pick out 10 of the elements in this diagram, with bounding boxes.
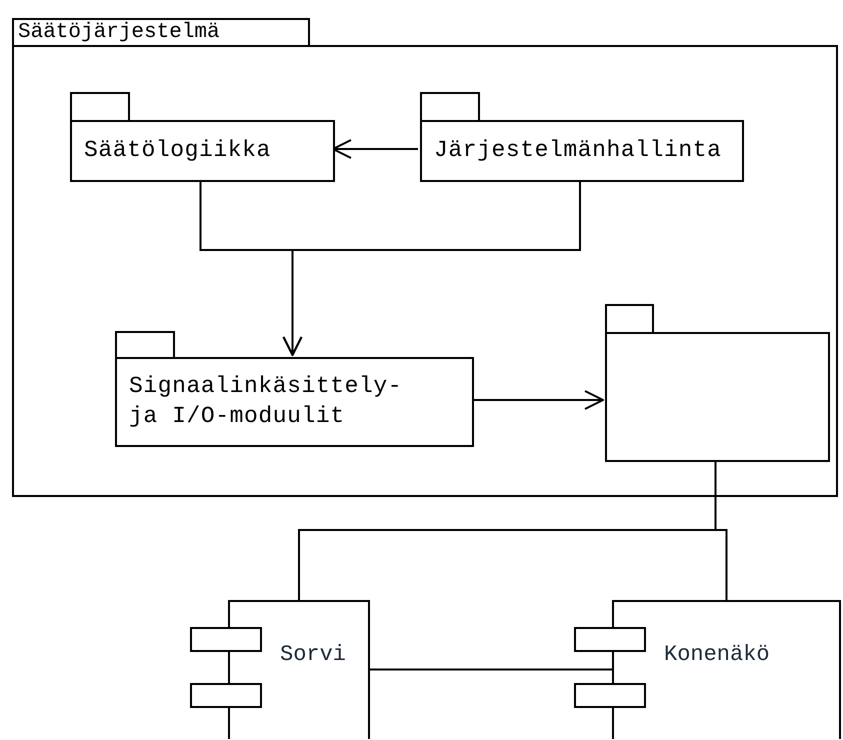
arrow: [282, 180, 581, 356]
package-label: Järjestelmänhallinta: [434, 136, 722, 166]
component-label: Sorvi: [280, 641, 346, 669]
connector-line: [714, 460, 728, 600]
package-label: Säätölogiikka: [84, 136, 271, 166]
component-label: Konenäkö: [664, 641, 770, 669]
connector-line: [370, 668, 612, 670]
package-label: Signaalinkäsittely- ja I/O-moduulit: [129, 372, 404, 431]
package-title: Säätöjärjestelmä: [18, 22, 220, 43]
arrow: [472, 390, 604, 410]
